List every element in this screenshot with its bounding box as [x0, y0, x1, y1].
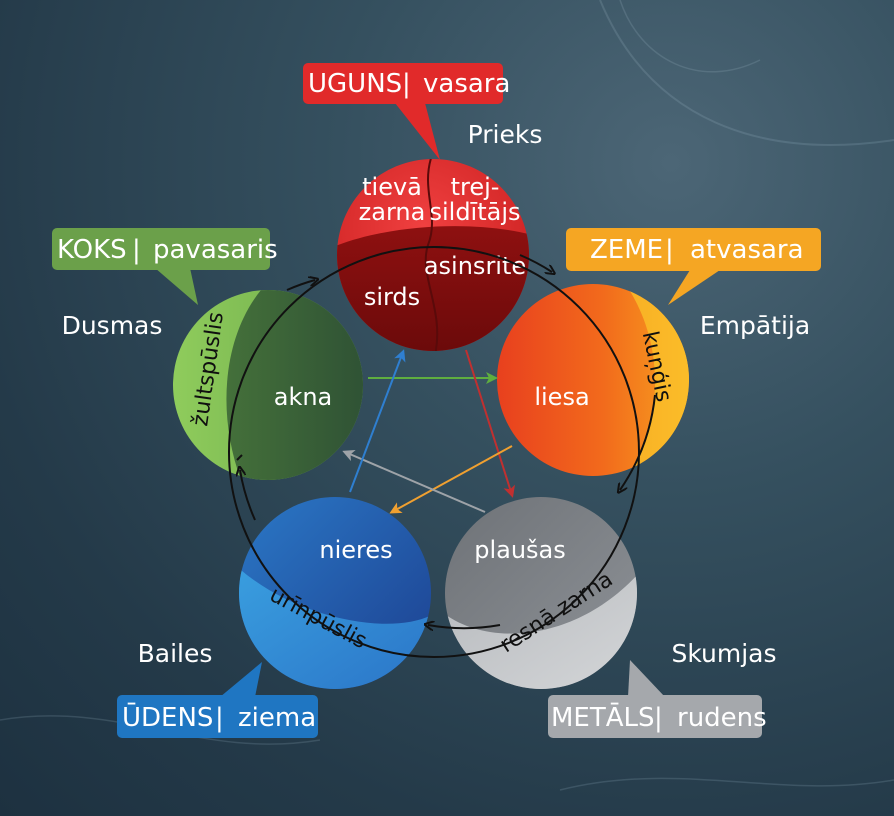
fire-organ-triple-burner-2: sildītājs	[429, 198, 520, 226]
tag-water-season: ziema	[238, 703, 316, 733]
tag-earth-element: ZEME	[590, 235, 663, 265]
cycle-ring	[228, 246, 640, 658]
emotion-fear: Bailes	[138, 639, 213, 668]
earth-organ-spleen: liesa	[534, 383, 589, 411]
emotion-empathy: Empātija	[700, 311, 810, 340]
control-arrow-metal-wood	[342, 450, 486, 513]
emotion-joy: Prieks	[468, 120, 543, 149]
tag-water: ŪDENS | ziema	[117, 662, 318, 738]
tag-wood-season: pavasaris	[153, 235, 278, 265]
cycle-arrow-metal-water	[428, 625, 501, 628]
cycle-arrow-fire-earth	[519, 254, 552, 272]
tag-metal-season: rudens	[677, 703, 767, 733]
water-organ-kidneys: nieres	[319, 536, 392, 564]
tag-fire-element: UGUNS	[308, 69, 402, 99]
background-texture	[0, 0, 894, 791]
metal-element: plaušas resnā zarna	[445, 497, 637, 689]
tag-earth-separator: |	[665, 235, 674, 265]
fire-organ-small-intestine-1: tievā	[362, 173, 422, 201]
controlling-cycle	[342, 349, 515, 514]
fire-organ-heart: sirds	[364, 283, 420, 311]
generating-cycle	[237, 254, 656, 628]
emotion-sadness: Skumjas	[671, 639, 776, 668]
control-arrow-earth-water	[389, 445, 513, 514]
control-arrow-fire-metal	[465, 349, 515, 498]
fire-organ-triple-burner-1: trej-	[451, 173, 500, 201]
tag-metal-separator: |	[654, 703, 663, 733]
metal-organ-lungs: plaušas	[474, 536, 566, 564]
tag-wood-element: KOKS	[57, 235, 127, 265]
tag-metal-element: METĀLS	[551, 702, 655, 733]
fire-organ-circulation: asinsrite	[424, 252, 526, 280]
fire-element: tievā zarna trej- sildītājs asinsrite si…	[337, 159, 529, 351]
wood-organ-liver: akna	[274, 383, 333, 411]
cycle-arrow-earth-metal	[620, 394, 656, 490]
tag-wood-separator: |	[132, 235, 141, 265]
wood-element: akna žultspūslis	[173, 290, 363, 480]
tag-metal: METĀLS | rudens	[548, 660, 767, 738]
tag-water-element: ŪDENS	[122, 702, 213, 733]
emotion-anger: Dusmas	[62, 311, 163, 340]
cycle-arrow-wood-fire	[286, 280, 315, 291]
tag-fire-season: vasara	[423, 69, 510, 99]
fire-organ-small-intestine-2: zarna	[359, 198, 426, 226]
control-arrow-water-fire	[349, 349, 406, 493]
tag-earth-season: atvasara	[690, 235, 804, 265]
tag-earth: ZEME | atvasara	[566, 228, 821, 305]
cycle-arrow-water-wood	[240, 470, 256, 521]
tag-fire-separator: |	[402, 69, 411, 99]
tag-fire: UGUNS | vasara	[303, 63, 510, 160]
tag-water-separator: |	[215, 703, 224, 733]
tag-wood: KOKS | pavasaris	[52, 228, 278, 305]
water-element: nieres urīnpūslis	[239, 497, 431, 689]
